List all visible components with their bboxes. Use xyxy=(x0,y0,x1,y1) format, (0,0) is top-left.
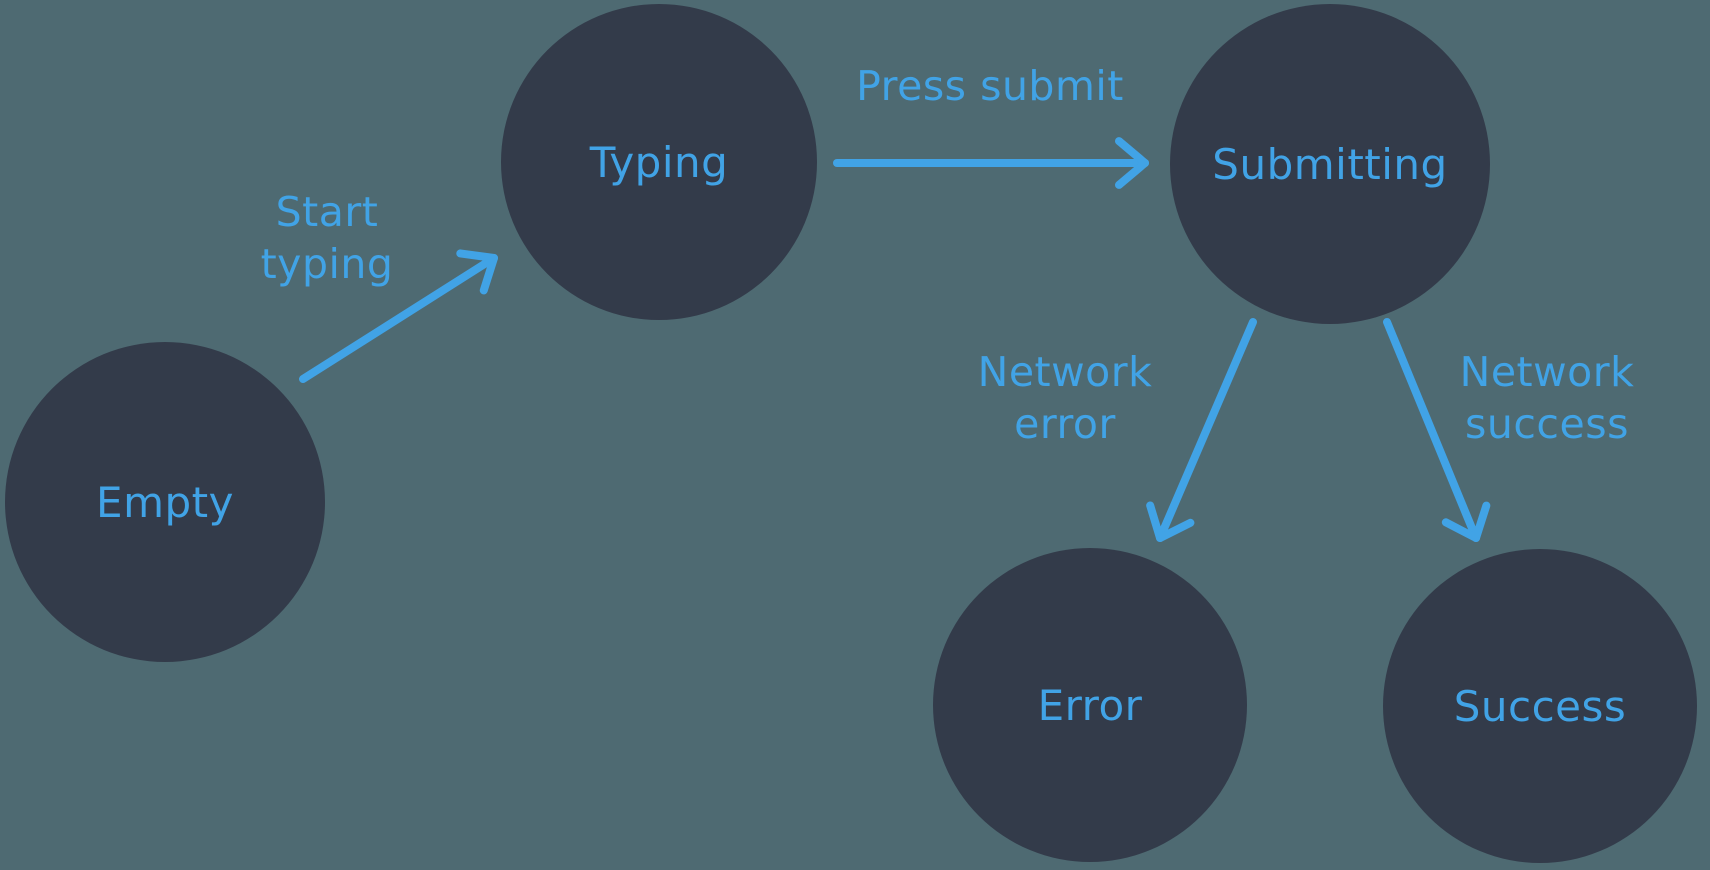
state-node-label: Empty xyxy=(96,477,234,527)
state-node-empty: Empty xyxy=(5,342,325,662)
transition-label-line: typing xyxy=(260,240,394,288)
state-node-label: Typing xyxy=(589,137,729,187)
arrow-shaft xyxy=(1383,318,1480,542)
state-node-error: Error xyxy=(933,548,1247,862)
arrow-head xyxy=(456,249,498,295)
transition-arrow-network-success xyxy=(1383,318,1491,542)
transition-label-press-submit: Press submit xyxy=(856,60,1124,112)
arrow-shaft xyxy=(1156,318,1257,542)
state-node-typing: Typing xyxy=(501,4,817,320)
state-node-submitting: Submitting xyxy=(1170,4,1490,324)
arrow-head xyxy=(1114,137,1149,189)
transition-label-line: error xyxy=(1014,400,1116,448)
transition-arrow-press-submit xyxy=(833,137,1149,189)
arrow-shaft xyxy=(299,254,498,383)
transition-label-line: Network xyxy=(977,348,1153,396)
state-node-success: Success xyxy=(1383,549,1697,863)
transition-label-line: Press submit xyxy=(856,62,1124,110)
transition-arrow-network-error xyxy=(1146,318,1257,542)
arrow-head xyxy=(1441,501,1491,542)
state-node-label: Submitting xyxy=(1212,139,1448,189)
transition-label-line: success xyxy=(1465,400,1629,448)
transition-arrow-start-typing xyxy=(299,249,498,383)
state-node-label: Error xyxy=(1037,680,1143,730)
transition-label-line: Network xyxy=(1459,348,1635,396)
state-node-label: Success xyxy=(1453,681,1627,731)
arrow-head xyxy=(1146,501,1195,542)
transition-label-line: Start xyxy=(275,188,379,236)
